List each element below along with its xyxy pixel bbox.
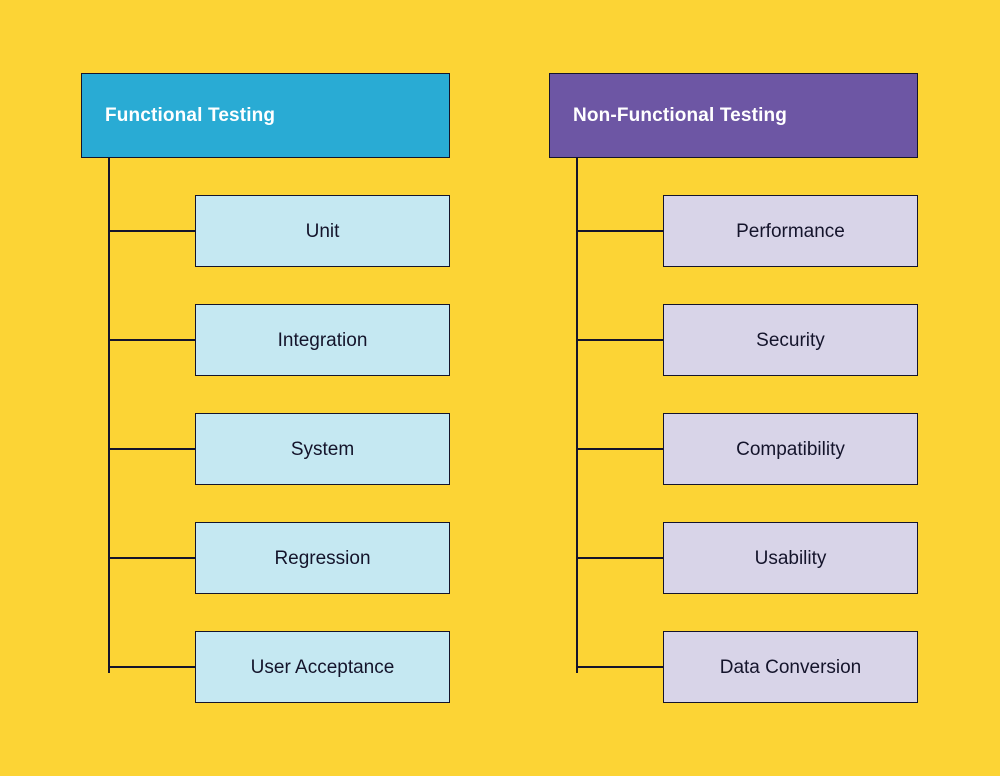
connector-branch-data-conversion [576,666,664,668]
connector-branch-regression [108,557,196,559]
connector-trunk-nonfunctional [576,158,578,673]
node-functional-testing-header[interactable]: Functional Testing [81,73,450,158]
node-nonfunctional-testing-header[interactable]: Non-Functional Testing [549,73,918,158]
tree-functional-testing: Functional Testing Unit Integration Syst… [0,0,470,776]
connector-branch-system [108,448,196,450]
node-unit[interactable]: Unit [195,195,450,267]
connector-branch-performance [576,230,664,232]
node-performance[interactable]: Performance [663,195,918,267]
node-label: System [290,438,355,460]
node-label: Functional Testing [105,105,276,126]
connector-trunk-functional [108,158,110,673]
connector-branch-integration [108,339,196,341]
node-label: Unit [305,220,340,242]
node-usability[interactable]: Usability [663,522,918,594]
node-label: Regression [274,547,371,569]
node-user-acceptance[interactable]: User Acceptance [195,631,450,703]
node-system[interactable]: System [195,413,450,485]
tree-nonfunctional-testing: Non-Functional Testing Performance Secur… [468,0,938,776]
node-label: Security [756,329,825,351]
node-label: Compatibility [736,438,845,460]
node-label: Non-Functional Testing [573,105,788,126]
connector-branch-security [576,339,664,341]
node-label: User Acceptance [250,656,395,678]
connector-branch-unit [108,230,196,232]
node-integration[interactable]: Integration [195,304,450,376]
connector-branch-usability [576,557,664,559]
node-label: Integration [277,329,368,351]
node-label: Usability [754,547,827,569]
node-data-conversion[interactable]: Data Conversion [663,631,918,703]
node-label: Performance [736,220,845,242]
node-label: Data Conversion [719,656,862,678]
node-compatibility[interactable]: Compatibility [663,413,918,485]
node-security[interactable]: Security [663,304,918,376]
node-regression[interactable]: Regression [195,522,450,594]
connector-branch-compatibility [576,448,664,450]
connector-branch-user-acceptance [108,666,196,668]
